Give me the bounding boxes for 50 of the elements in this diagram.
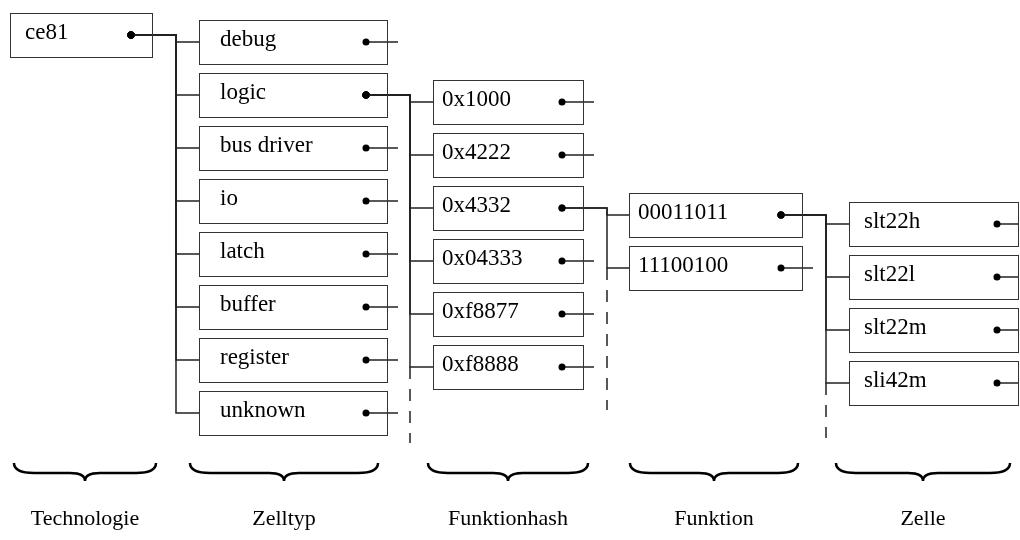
node-label: 0xf8877	[442, 299, 519, 322]
tree-node-box	[199, 232, 388, 277]
tree-node-box	[199, 126, 388, 171]
tree-node-box	[199, 285, 388, 330]
node-label: 00011011	[638, 200, 729, 223]
node-label: slt22m	[864, 315, 927, 338]
node-label: io	[220, 186, 238, 209]
tree-connector	[558, 204, 630, 269]
tree-connector	[777, 211, 850, 384]
tree-node-box	[199, 338, 388, 383]
tree-node-box	[433, 133, 584, 178]
tree-node-box	[849, 255, 1019, 300]
node-label: sli42m	[864, 368, 927, 391]
tree-node-box	[433, 345, 584, 390]
node-label: slt22l	[864, 262, 916, 285]
node-label: bus driver	[220, 133, 313, 156]
tree-node-box	[849, 202, 1019, 247]
node-label: buffer	[220, 292, 276, 315]
node-label: 0x1000	[442, 87, 511, 110]
tree-node-box	[849, 308, 1019, 353]
node-label: 0xf8888	[442, 352, 519, 375]
node-label: register	[220, 345, 289, 368]
tree-node-box	[629, 193, 803, 238]
node-label: 0x04333	[442, 246, 523, 269]
node-label: 11100100	[638, 253, 729, 276]
tree-node-box	[199, 73, 388, 118]
tree-node-box	[199, 391, 388, 436]
node-label: slt22h	[864, 209, 921, 232]
tree-node-box	[199, 20, 388, 65]
tree-node-box	[433, 292, 584, 337]
column-label: Technologie	[30, 505, 140, 531]
tree-node-box	[199, 179, 388, 224]
column-label: Funktionhash	[448, 505, 568, 531]
tree-node-box	[629, 246, 803, 291]
node-label: debug	[220, 27, 277, 50]
node-label: 0x4332	[442, 193, 511, 216]
node-label: ce81	[25, 20, 69, 43]
tree-node-box	[433, 80, 584, 125]
node-label: latch	[220, 239, 265, 262]
tree-node-box	[433, 239, 584, 284]
node-label: 0x4222	[442, 140, 511, 163]
node-label: logic	[220, 80, 266, 103]
node-label: unknown	[220, 398, 306, 421]
tree-node-box	[849, 361, 1019, 406]
column-label: Zelltyp	[252, 505, 316, 531]
column-label: Zelle	[900, 505, 946, 531]
tree-connector	[362, 91, 434, 368]
column-label: Funktion	[674, 505, 754, 531]
tree-node-box	[433, 186, 584, 231]
tree-node-box	[10, 13, 153, 58]
